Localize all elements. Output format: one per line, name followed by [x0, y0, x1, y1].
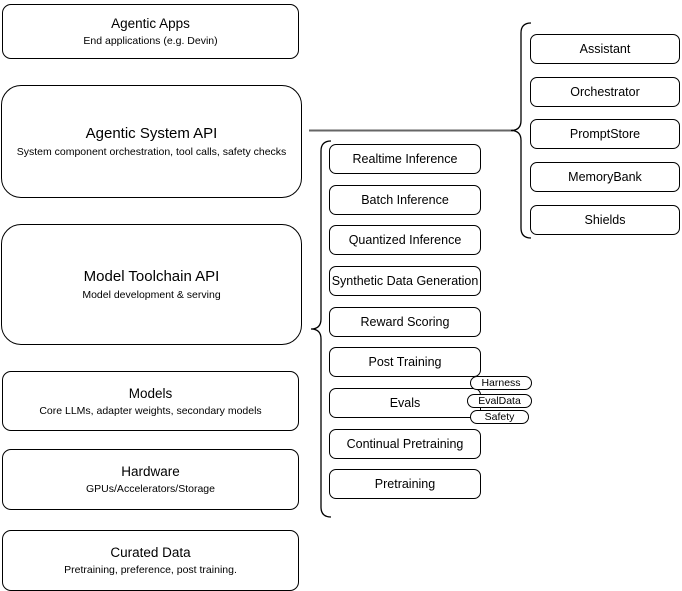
node-subtitle: Model development & serving — [82, 289, 221, 301]
node-subtitle: Pretraining, preference, post training. — [64, 564, 237, 576]
node-agentic-apps: Agentic Apps End applications (e.g. Devi… — [2, 4, 299, 59]
node-assistant: Assistant — [530, 34, 680, 64]
node-memorybank: MemoryBank — [530, 162, 680, 192]
toolchain-group-brace — [310, 140, 332, 518]
tag-harness: Harness — [470, 376, 532, 390]
node-hardware: Hardware GPUs/Accelerators/Storage — [2, 449, 299, 510]
node-promptstore: PromptStore — [530, 119, 680, 149]
node-evals: Evals — [329, 388, 481, 418]
system-group-brace — [510, 22, 532, 239]
node-title: Agentic System API — [85, 125, 218, 142]
node-title: Hardware — [121, 464, 180, 479]
node-pretraining: Pretraining — [329, 469, 481, 499]
node-title: Agentic Apps — [111, 16, 190, 31]
node-title: Curated Data — [110, 545, 191, 560]
node-continual-pretraining: Continual Pretraining — [329, 429, 481, 459]
tag-evaldata: EvalData — [467, 394, 532, 408]
node-synthetic-data-generation: Synthetic Data Generation — [329, 266, 481, 296]
node-subtitle: System component orchestration, tool cal… — [16, 146, 287, 158]
tag-safety: Safety — [470, 410, 529, 424]
node-reward-scoring: Reward Scoring — [329, 307, 481, 337]
node-shields: Shields — [530, 205, 680, 235]
node-curated-data: Curated Data Pretraining, preference, po… — [2, 530, 299, 591]
node-realtime-inference: Realtime Inference — [329, 144, 481, 174]
node-quantized-inference: Quantized Inference — [329, 225, 481, 255]
node-subtitle: GPUs/Accelerators/Storage — [86, 483, 215, 495]
node-title: Model Toolchain API — [83, 268, 220, 285]
node-batch-inference: Batch Inference — [329, 185, 481, 215]
node-subtitle: Core LLMs, adapter weights, secondary mo… — [39, 404, 262, 417]
node-agentic-system-api: Agentic System API System component orch… — [1, 85, 302, 198]
node-subtitle: End applications (e.g. Devin) — [83, 35, 218, 47]
node-orchestrator: Orchestrator — [530, 77, 680, 107]
node-post-training: Post Training — [329, 347, 481, 377]
node-title: Models — [128, 385, 173, 401]
node-models: Models Core LLMs, adapter weights, secon… — [2, 371, 299, 431]
node-model-toolchain-api: Model Toolchain API Model development & … — [1, 224, 302, 345]
